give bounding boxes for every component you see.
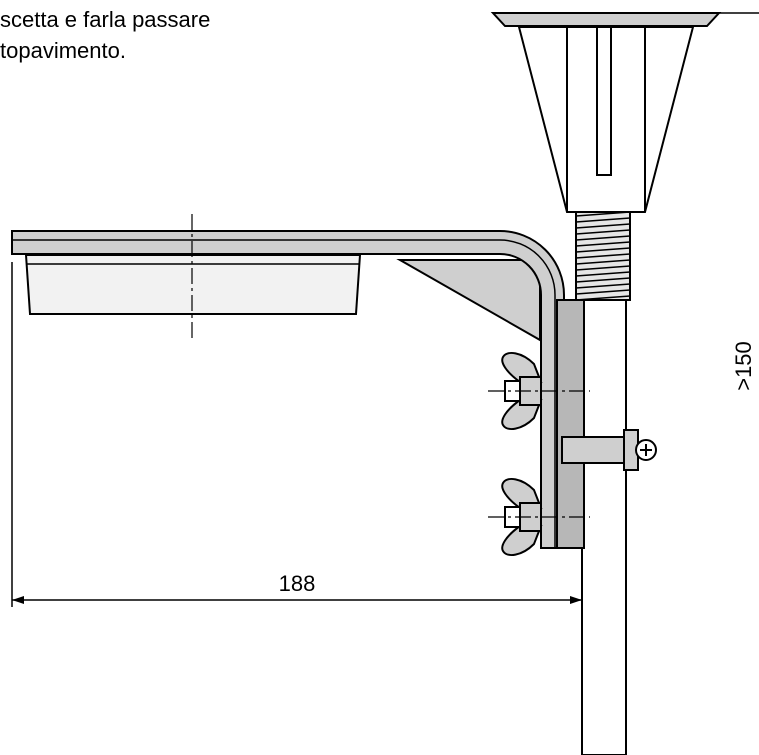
pole [581,299,627,755]
adjustable-foot [490,12,759,213]
instruction-line-2: topavimento. [0,38,126,63]
lower-wing-nut-icon [488,477,590,557]
clamp-plate [556,299,585,549]
upper-wing-nut-icon [488,351,590,431]
clamp-bolt [561,429,657,471]
lamp-housing [24,214,362,338]
width-dimension-label: 188 [279,571,316,596]
width-dimension [11,262,583,607]
threaded-rod [575,211,631,301]
instruction-line-1: scetta e farla passare [0,7,211,32]
instruction-text: scetta e farla passare topavimento. [0,4,210,66]
height-dimension-label: >150 [731,341,756,391]
